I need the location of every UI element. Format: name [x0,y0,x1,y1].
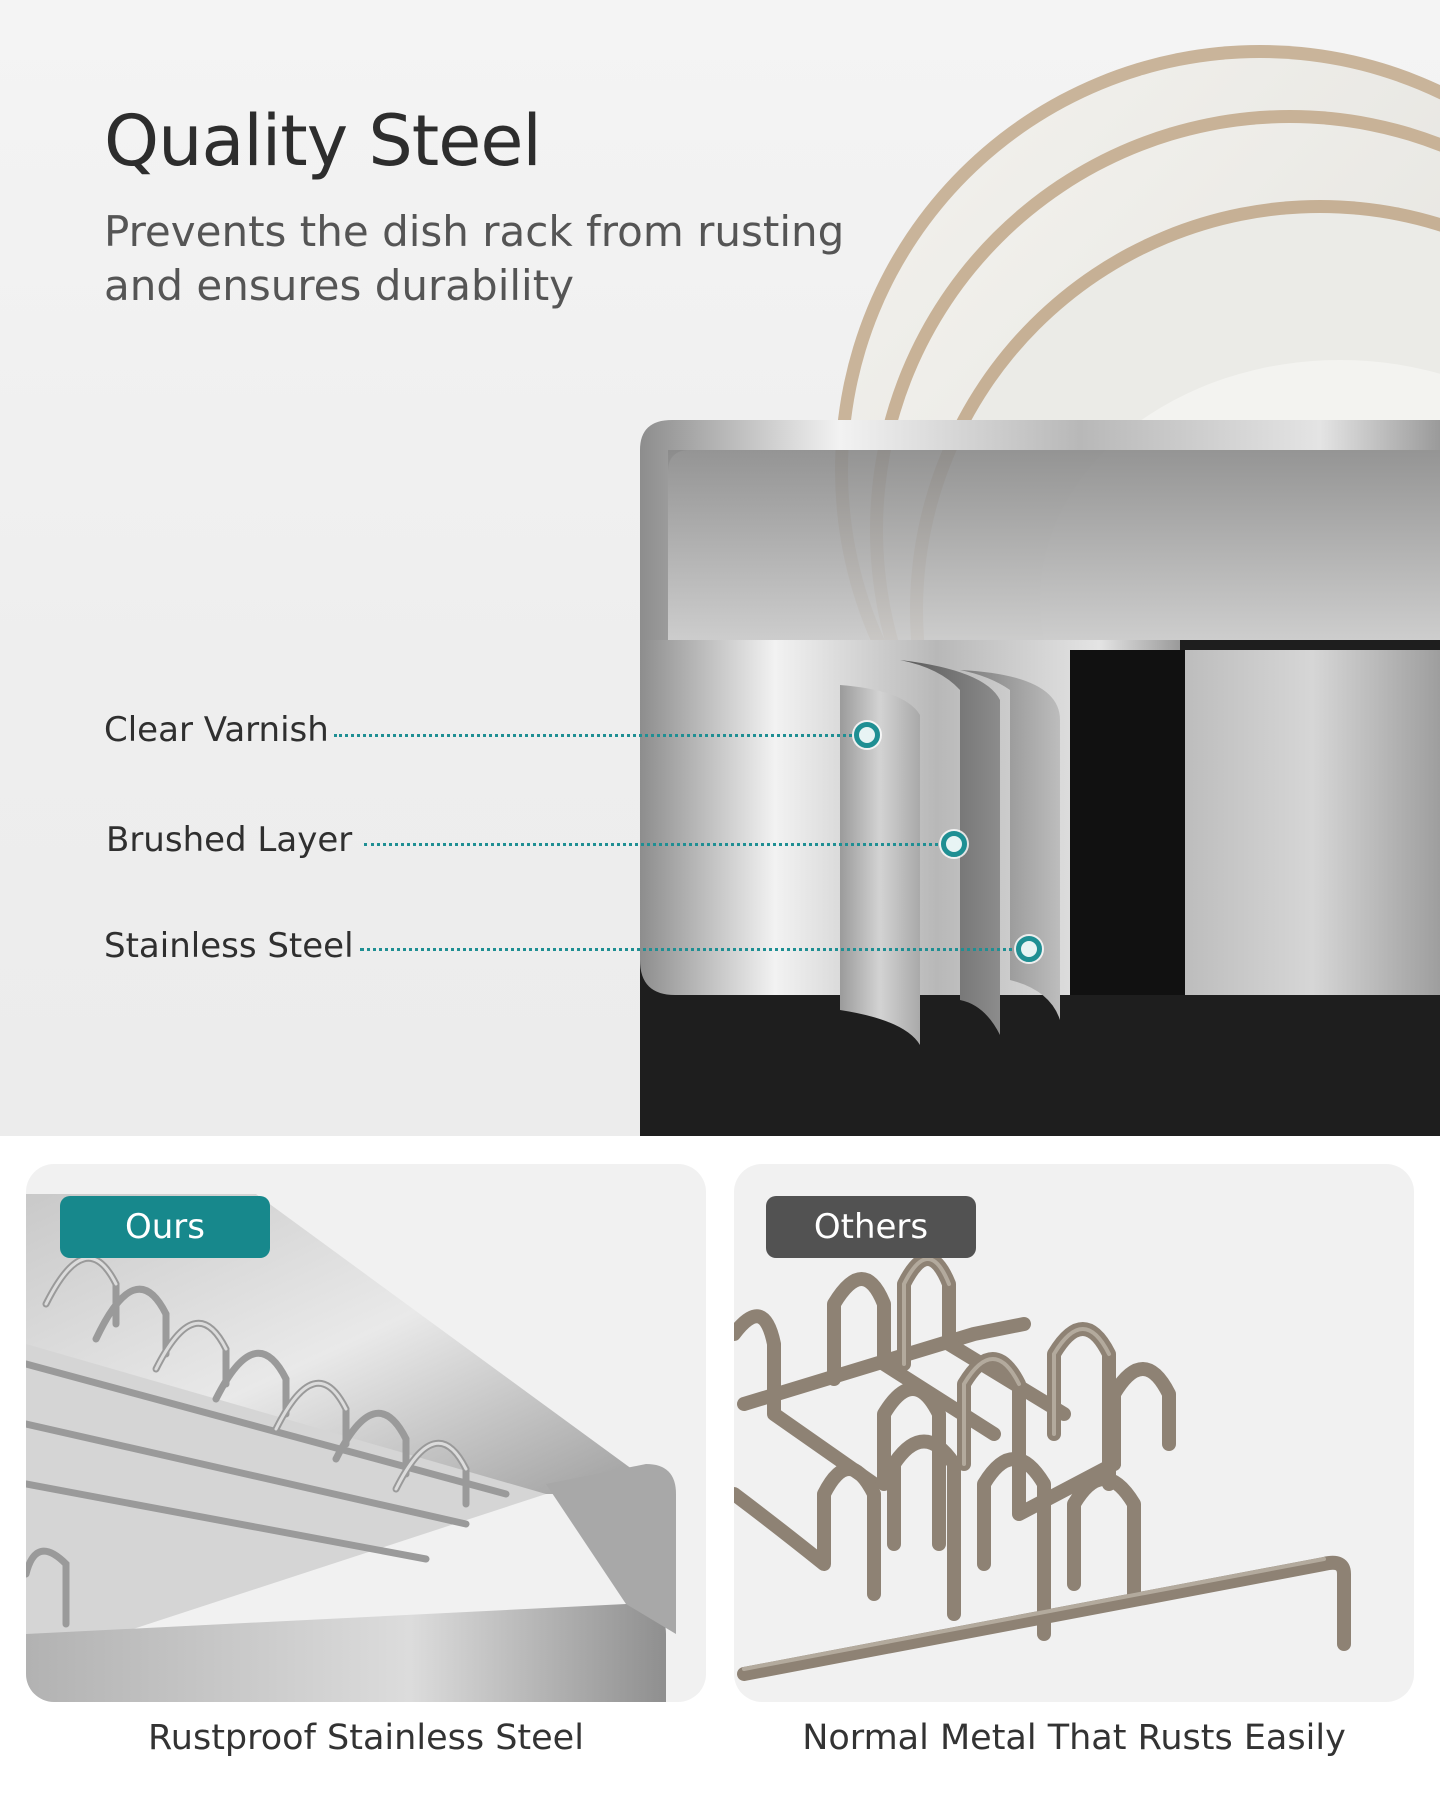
hero-subtitle: Prevents the dish rack from rusting and … [104,207,845,310]
layer-marker-dot [941,831,967,857]
caption-others: Normal Metal That Rusts Easily [802,1718,1346,1758]
caption-ours: Rustproof Stainless Steel [148,1718,584,1758]
layer-label-brushed-layer: Brushed Layer [106,820,353,860]
layer-marker-dot [1016,936,1042,962]
layer-label-stainless-steel: Stainless Steel [104,926,354,966]
comparison-panel-others: Others [734,1164,1414,1702]
rack-rim [640,420,1440,640]
stainless-rack-closeup [26,1194,676,1702]
rusty-rack-closeup [734,1252,1351,1681]
layer-leader-line [334,734,864,737]
badge-ours: Ours [60,1196,270,1258]
comparison-panel-ours: Ours [26,1164,706,1702]
hero-section: Quality Steel Prevents the dish rack fro… [0,0,1440,1136]
hero-title: Quality Steel [104,100,542,182]
layer-leader-line [364,843,944,846]
layer-label-clear-varnish: Clear Varnish [104,710,329,750]
badge-others: Others [766,1196,976,1258]
layer-marker-dot [854,722,880,748]
layer-leader-line [360,948,1020,951]
steel-layers [840,660,1060,1045]
dish-rack-illustration [640,45,1440,1136]
